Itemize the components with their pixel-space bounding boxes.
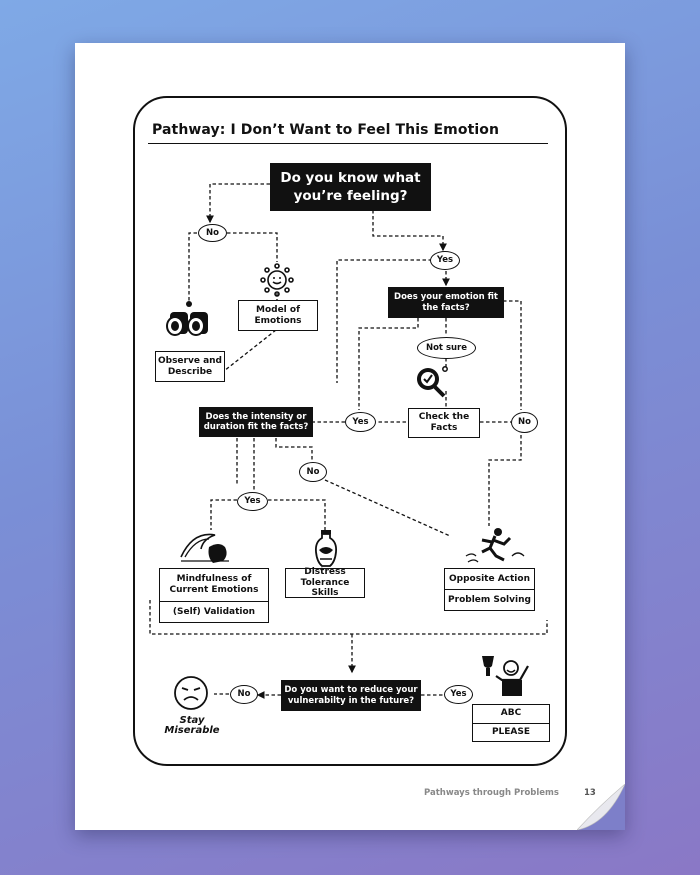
answer-no-fit-label: No — [518, 417, 531, 428]
question-know-line2: you’re feeling? — [293, 188, 408, 204]
runner-icon — [465, 528, 525, 563]
answer-no-know-label: No — [206, 227, 219, 238]
trophy-person-icon — [482, 656, 529, 696]
question-intensity-fit: Does the intensity or duration fit the f… — [199, 407, 313, 437]
mindful-line2: Current Emotions — [169, 585, 259, 595]
problem-solving-label: Problem Solving — [445, 589, 534, 610]
model-of-emotions-box: Model of Emotions — [238, 300, 318, 331]
wave-hand-icon — [180, 533, 229, 563]
observe-line2: Describe — [167, 366, 213, 377]
distress-tolerance-box: Distress Tolerance Skills — [285, 566, 365, 599]
question-intensity-line1: Does the intensity or — [205, 411, 307, 422]
answer-yes-intensity: Yes — [237, 492, 268, 511]
answer-yes-intensity-label: Yes — [244, 496, 261, 507]
stay-miserable-label: Stay Miserable — [152, 710, 232, 742]
observe-describe-box: Observe and Describe — [155, 351, 225, 382]
question-reduce-vulnerability: Do you want to reduce your vulnerabilty … — [281, 680, 421, 711]
question-emotion-fit: Does your emotion fit the facts? — [388, 287, 504, 318]
page-curl — [577, 784, 625, 830]
stay-line2: Miserable — [164, 725, 220, 736]
page-title: Pathway: I Don’t Want to Feel This Emoti… — [152, 122, 500, 138]
model-line1: Model of — [255, 304, 300, 315]
check-line1: Check the — [418, 412, 470, 423]
question-intensity-line2: duration fit the facts? — [203, 422, 309, 432]
question-reduce-line2: vulnerabilty in the future? — [287, 695, 415, 706]
page-number: 13 — [584, 788, 596, 798]
frown-face-icon — [174, 676, 208, 710]
observe-line1: Observe and — [157, 355, 223, 366]
flowchart-frame — [133, 96, 567, 766]
abc-please-box: ABC PLEASE — [472, 704, 550, 742]
question-fit-line1: Does your emotion fit — [394, 292, 498, 303]
opposite-problem-box: Opposite Action Problem Solving — [444, 568, 535, 611]
question-know-line1: Do you know what — [280, 169, 421, 186]
sun-face-icon — [260, 263, 294, 297]
opposite-action-label: Opposite Action — [449, 573, 530, 584]
please-label: PLEASE — [473, 722, 549, 742]
answer-yes-fit-label: Yes — [352, 416, 369, 427]
title-rule — [148, 143, 548, 144]
mindfulness-section: Mindfulness of Current Emotions — [160, 569, 268, 601]
vase-icon — [314, 530, 338, 567]
answer-yes-reduce-label: Yes — [450, 689, 467, 700]
check-line2: Facts — [430, 423, 458, 433]
magnifier-check-icon — [417, 366, 448, 398]
answer-no-reduce-label: No — [237, 689, 251, 700]
self-validation-label: (Self) Validation — [160, 601, 268, 622]
mindful-line1: Mindfulness of — [176, 574, 252, 585]
answer-yes-know-label: Yes — [436, 255, 454, 266]
distress-line2: Tolerance Skills — [300, 577, 350, 599]
question-reduce-line1: Do you want to reduce your — [284, 685, 418, 696]
binoculars-icon — [166, 301, 208, 336]
model-line2: Emotions — [254, 315, 302, 326]
answer-no-intensity-label: No — [306, 466, 320, 477]
mindfulness-validation-box: Mindfulness of Current Emotions (Self) V… — [159, 568, 269, 623]
answer-no-intensity: No — [299, 462, 327, 482]
answer-no-fit: No — [511, 412, 538, 433]
check-facts-box: Check the Facts — [408, 408, 480, 438]
answer-not-sure-label: Not sure — [425, 342, 468, 353]
distress-line1: Distress — [304, 566, 346, 577]
answer-no-reduce: No — [230, 685, 258, 704]
answer-yes-fit: Yes — [345, 412, 376, 432]
answer-yes-know: Yes — [430, 251, 460, 270]
question-fit-line2: the facts? — [422, 302, 470, 313]
answer-no-know: No — [198, 224, 227, 242]
abc-label: ABC — [500, 708, 522, 719]
stay-line1: Stay — [179, 715, 205, 726]
answer-yes-reduce: Yes — [444, 685, 473, 704]
footer-section-title: Pathways through Problems — [424, 788, 559, 798]
question-know-feeling: Do you know what you’re feeling? — [270, 163, 431, 211]
answer-not-sure: Not sure — [417, 337, 476, 359]
